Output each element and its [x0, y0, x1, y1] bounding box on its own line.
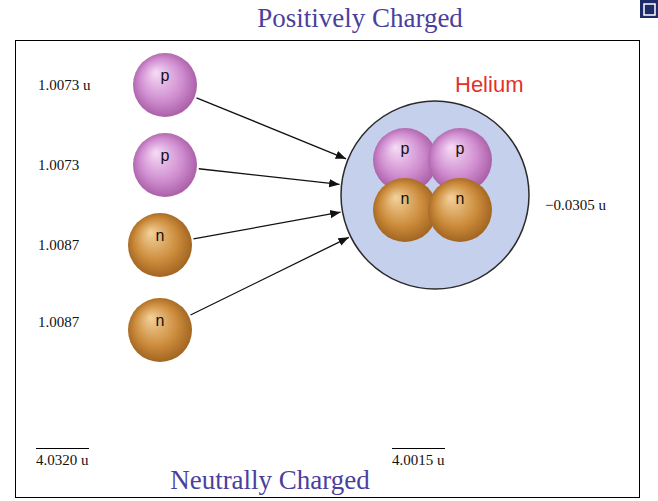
proton-sphere: p [132, 52, 198, 118]
helium-nucleus: ppnnHelium [340, 100, 530, 290]
corner-icon-inner [644, 4, 655, 15]
charge-note: Neutrally Charged [170, 464, 370, 496]
proton-sphere-outline [132, 132, 198, 198]
neutron-sphere-outline [127, 297, 193, 363]
mass-value: 1.0073 u [38, 76, 91, 94]
neutron-sphere-circle [128, 213, 192, 277]
corner-icon [640, 0, 658, 18]
particle-symbol: p [401, 139, 410, 158]
neutron-sphere: n [127, 212, 193, 278]
frame-box [16, 41, 640, 498]
helium-nucleus-circle [341, 101, 529, 289]
particle-symbol: n [156, 311, 165, 330]
particle-symbol: n [456, 189, 465, 208]
neutron-sphere: n [127, 297, 193, 363]
charge-note: Positively Charged [257, 2, 463, 34]
particle-symbol: p [456, 139, 465, 158]
proton-sphere-circle [133, 133, 197, 197]
proton-sphere-circle [133, 53, 197, 117]
neutron-sphere-outline [427, 177, 493, 243]
neutron-sphere-circle [428, 178, 492, 242]
mass-defect: −0.0305 u [545, 196, 606, 214]
mass-value: 1.0087 [38, 313, 79, 331]
mass-total: 4.0015 u [392, 448, 445, 469]
neutron-sphere-circle [128, 298, 192, 362]
proton-sphere: p [132, 132, 198, 198]
arrow-connector [193, 212, 340, 239]
particle-symbol: p [161, 146, 170, 165]
particle-symbol: n [156, 226, 165, 245]
neutron-sphere-outline [127, 212, 193, 278]
element-name: Helium [455, 72, 523, 98]
arrow-connector [199, 169, 340, 185]
arrow-connector [191, 237, 349, 315]
arrow-connector [196, 98, 346, 159]
mass-value: 1.0073 [38, 156, 79, 174]
neutron-sphere: n [427, 177, 493, 243]
proton-sphere-outline [132, 52, 198, 118]
mass-total: 4.0320 u [36, 448, 89, 469]
mass-value: 1.0087 [38, 236, 79, 254]
particle-symbol: n [401, 189, 410, 208]
neutron-sphere-circle [373, 178, 437, 242]
particle-symbol: p [161, 66, 170, 85]
